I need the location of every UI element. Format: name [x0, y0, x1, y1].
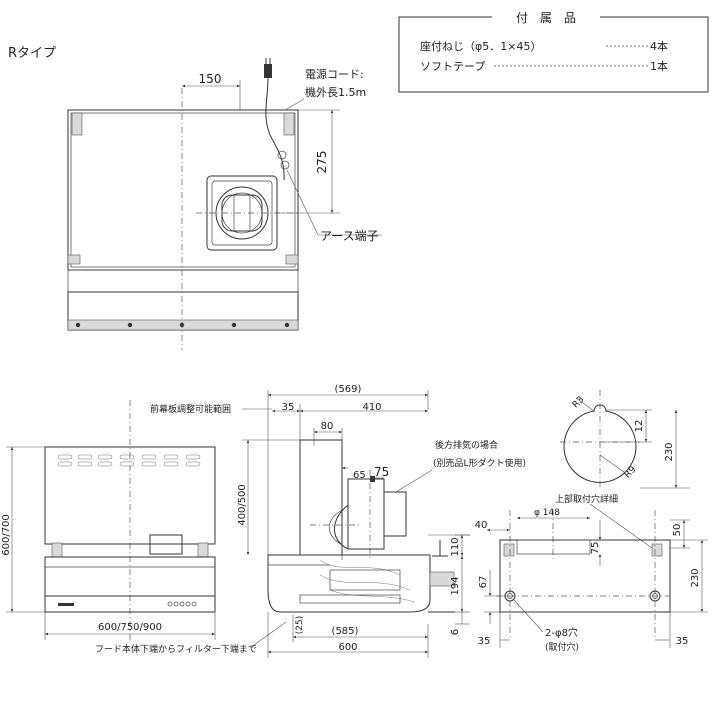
dim-110: 110 [450, 537, 461, 556]
dim-569: (569) [335, 384, 362, 395]
detail-dim-230: 230 [664, 442, 675, 461]
dim-194: 194 [450, 576, 461, 595]
accessories-box: 付 属 品 座付ねじ（φ5．1×45） 4本 ソフトテープ 1本 [398, 9, 709, 93]
power-cord [264, 58, 290, 181]
dim-410: 410 [362, 402, 381, 413]
back-dim-230: 230 [690, 568, 701, 587]
rear-exhaust-label-1: 後方排気の場合 [435, 439, 498, 451]
accessory-name-1: 座付ねじ（φ5．1×45） [420, 39, 541, 53]
back-dim-67: 67 [478, 576, 489, 589]
filter-label: フード本体下端からフィルター下端まで [95, 643, 257, 655]
dim-600-750-900: 600/750/900 [98, 622, 162, 633]
detail-dim-12: 12 [634, 420, 645, 433]
cord-label-1: 電源コード: [305, 67, 364, 81]
dim-65: 65 [353, 470, 366, 481]
back-dim-40: 40 [475, 520, 488, 531]
front-view: 600/700 600/750/900 [1, 400, 216, 640]
dim-275: 275 [315, 151, 329, 174]
back-dim-35-left: 35 [478, 636, 491, 647]
dim-150: 150 [199, 72, 222, 86]
dim-80: 80 [321, 421, 334, 432]
accessories-title: 付 属 品 [516, 11, 576, 25]
rear-exhaust-label-2: (別売品L形ダクト使用) [433, 457, 526, 469]
dim-25: (25) [295, 616, 305, 634]
dim-75-side: 75 [374, 465, 389, 479]
dim-400-500: 400/500 [237, 484, 248, 526]
type-label: Rタイプ [8, 46, 56, 61]
detail-label: 上部取付穴詳細 [555, 493, 618, 505]
dim-600-700: 600/700 [1, 514, 12, 556]
dim-35-side: 35 [282, 402, 295, 413]
top-view: 150 電源コード: 機外長1.5m 275 アース端子 [67, 58, 382, 350]
mounting-holes [504, 590, 661, 602]
back-dim-148: φ 148 [534, 508, 560, 518]
dim-600-side: 600 [338, 642, 357, 653]
detail-r9: R9 [623, 465, 639, 481]
mounting-hole-detail: R3 12 R9 230 [560, 390, 690, 490]
hole-sub: (取付穴) [545, 641, 579, 653]
accessory-qty-2: 1本 [650, 59, 668, 73]
earth-label: アース端子 [320, 229, 379, 243]
side-view: (569) 35 410 80 400/500 65 [237, 384, 526, 658]
hole-label: 2-φ8穴 [545, 626, 578, 639]
control-buttons [167, 601, 197, 607]
back-dim-75: 75 [590, 542, 601, 555]
dim-585: (585) [332, 626, 359, 637]
vent-slots [57, 454, 201, 467]
bolt-holes [75, 322, 290, 328]
back-view: 上部取付穴詳細 φ 148 40 75 50 230 67 [475, 493, 708, 653]
dim-6: 6 [450, 629, 461, 635]
panel-range-label: 前幕板調整可能範囲 [150, 403, 231, 415]
back-dim-50: 50 [672, 524, 683, 537]
cord-label-2: 機外長1.5m [305, 85, 366, 99]
l-duct [328, 476, 407, 550]
accessory-name-2: ソフトテープ [420, 60, 485, 73]
accessory-qty-1: 4本 [650, 39, 668, 53]
detail-r3: R3 [571, 395, 587, 411]
back-dim-35-right: 35 [676, 636, 689, 647]
